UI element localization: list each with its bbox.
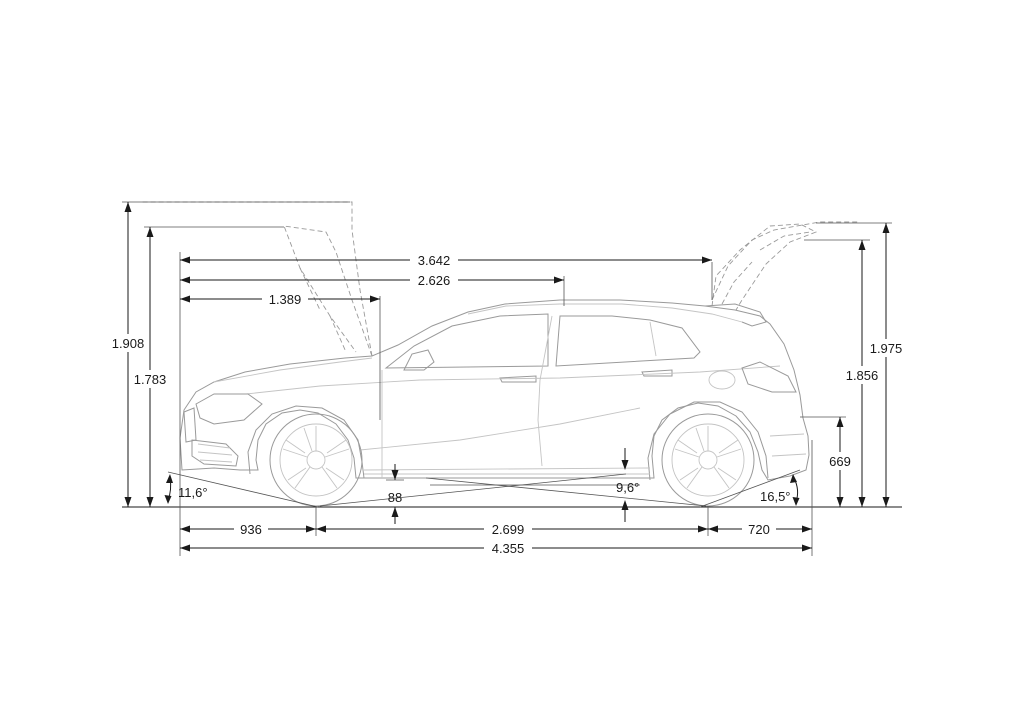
rear-wheel [661, 413, 755, 507]
breakover-angle-lines [319, 473, 707, 507]
label-936: 936 [240, 522, 262, 537]
dimension-overall-length: 4.355 [180, 539, 812, 557]
dimension-front-to-hood-hinge: 1.389 [180, 290, 380, 308]
dimension-vehicle-height-front: 1.783 [132, 227, 168, 507]
label-669: 669 [829, 454, 851, 469]
label-720: 720 [748, 522, 770, 537]
front-wheel [269, 413, 363, 507]
approach-angle: 11,6° [164, 474, 208, 504]
dimension-ground-clearance: 88 [386, 464, 404, 524]
label-88: 88 [388, 490, 402, 505]
dimension-vehicle-height-rear: 1.856 [842, 240, 882, 507]
label-4355: 4.355 [492, 541, 525, 556]
label-departure-angle: 16,5° [760, 489, 791, 504]
label-1783: 1.783 [134, 372, 167, 387]
departure-angle-lines [699, 469, 801, 508]
open-tailgate-outline [711, 221, 860, 311]
dimension-rear-overhang: 720 [708, 520, 812, 538]
label-2626: 2.626 [418, 273, 451, 288]
dimension-front-to-roof-point: 2.626 [180, 271, 564, 289]
dimension-hood-open-height: 1.908 [110, 202, 146, 507]
label-1975: 1.975 [870, 341, 903, 356]
label-approach-angle: 11,6° [178, 485, 208, 500]
car-outline [179, 299, 810, 481]
label-1389: 1.389 [269, 292, 302, 307]
departure-angle: 16,5° [760, 474, 800, 506]
label-3642: 3.642 [418, 253, 451, 268]
approach-angle-lines [167, 471, 319, 508]
extension-lines [122, 201, 892, 556]
open-hood-outline [140, 201, 373, 357]
breakover-angle: 9,6° [616, 448, 639, 522]
dimension-front-to-tailgate-hinge: 3.642 [180, 251, 712, 269]
label-2699: 2.699 [492, 522, 525, 537]
label-breakover-angle: 9,6° [616, 480, 639, 495]
label-1856: 1.856 [846, 368, 879, 383]
dimension-wheelbase: 2.699 [316, 520, 708, 538]
dimension-tailgate-open-height: 1.975 [866, 223, 906, 507]
label-1908: 1.908 [112, 336, 145, 351]
dimension-front-overhang: 936 [180, 520, 316, 538]
dimension-loading-sill-height: 669 [824, 417, 856, 507]
